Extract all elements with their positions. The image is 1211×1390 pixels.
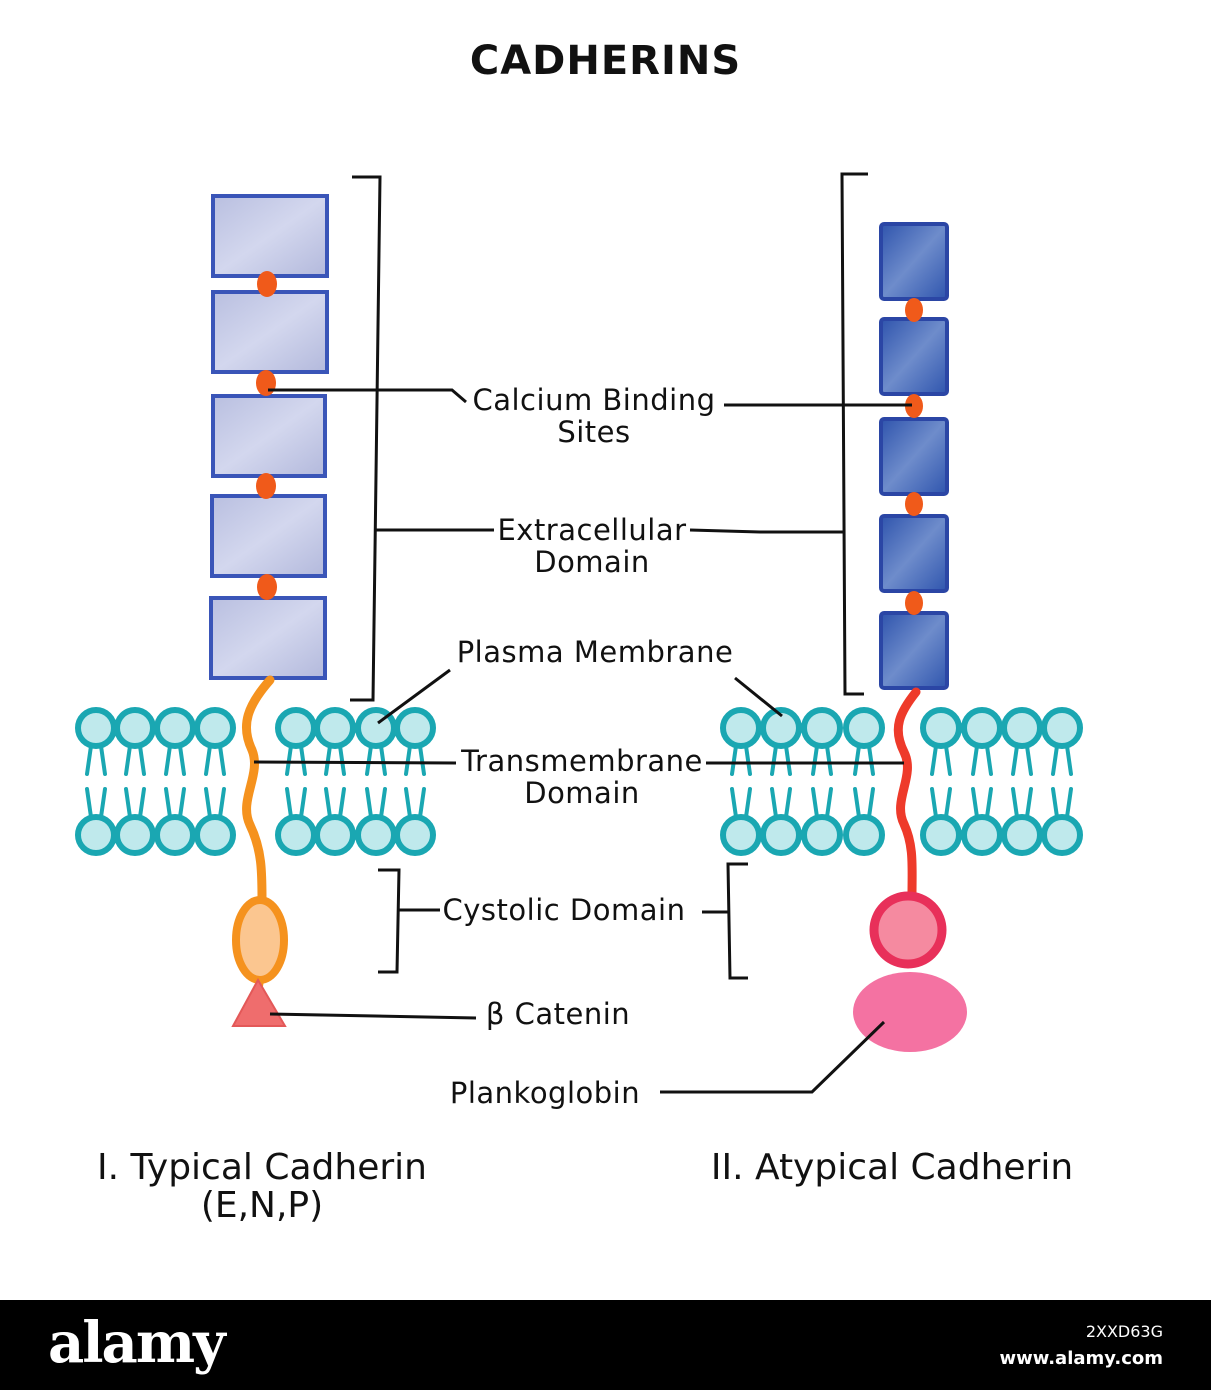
atypical-calcium-sites bbox=[905, 298, 923, 615]
phospholipid bbox=[114, 707, 156, 776]
phospholipid bbox=[720, 707, 762, 776]
image-id: 2XXD63G bbox=[1085, 1322, 1163, 1341]
phospholipid bbox=[801, 707, 843, 776]
atypical-cystolic-bracket bbox=[726, 862, 748, 980]
phospholipid bbox=[961, 707, 1003, 776]
cadherin-diagram bbox=[75, 172, 1083, 1094]
beta-catenin-leader bbox=[269, 1012, 477, 1020]
caption-line: I. Typical Cadherin bbox=[97, 1147, 427, 1188]
phospholipid bbox=[194, 707, 236, 776]
label-line: Domain bbox=[534, 545, 650, 579]
phospholipid bbox=[394, 707, 436, 776]
typical-ec-block bbox=[211, 394, 327, 478]
label-transmembrane-domain: Transmembrane Domain bbox=[454, 745, 710, 809]
phospholipid bbox=[355, 707, 397, 776]
calcium-binding-site bbox=[905, 492, 923, 516]
label-extracellular-domain: Extracellular Domain bbox=[492, 514, 692, 578]
phospholipid bbox=[194, 787, 236, 856]
label-beta-catenin: β Catenin bbox=[485, 997, 631, 1031]
calcium-binding-site bbox=[257, 271, 277, 297]
phospholipid bbox=[920, 707, 962, 776]
phospholipid bbox=[314, 707, 356, 776]
atypical-ec-block bbox=[879, 611, 949, 690]
phospholipid bbox=[75, 707, 117, 776]
plankoglobin-ellipse bbox=[853, 972, 967, 1052]
plasma-membrane-bilayer bbox=[75, 707, 1083, 856]
label-line: Calcium Binding bbox=[472, 383, 716, 417]
phospholipid bbox=[801, 787, 843, 856]
plankoglobin-leader bbox=[660, 1020, 886, 1094]
phospholipid bbox=[961, 787, 1003, 856]
typical-ec-block bbox=[211, 290, 329, 374]
calcium-binding-site bbox=[257, 574, 277, 600]
watermark-footer: alamy 2XXD63G www.alamy.com bbox=[0, 1300, 1211, 1390]
transmembrane-leader-left bbox=[253, 760, 457, 765]
phospholipid bbox=[920, 787, 962, 856]
calcium-leader-left bbox=[268, 388, 467, 404]
label-plankoglobin: Plankoglobin bbox=[449, 1076, 641, 1110]
typical-calcium-sites bbox=[256, 271, 277, 600]
diagram-title: CADHERINS bbox=[469, 38, 742, 84]
phospholipid bbox=[154, 787, 196, 856]
typical-ec-block bbox=[211, 194, 329, 278]
phospholipid bbox=[843, 707, 885, 776]
phospholipid bbox=[760, 707, 802, 776]
atypical-ec-block bbox=[879, 222, 949, 301]
plasma-membrane-leader-left bbox=[377, 668, 451, 725]
typical-ec-block bbox=[209, 596, 327, 680]
phospholipid bbox=[1041, 707, 1083, 776]
typical-ec-block bbox=[210, 494, 327, 578]
phospholipid bbox=[760, 787, 802, 856]
label-line: Transmembrane bbox=[461, 744, 703, 778]
atypical-ec-block bbox=[879, 317, 949, 396]
site-url: www.alamy.com bbox=[999, 1348, 1163, 1369]
phospholipid bbox=[720, 787, 762, 856]
phospholipid bbox=[394, 787, 436, 856]
phospholipid bbox=[1001, 787, 1043, 856]
typical-extracellular-blocks bbox=[209, 194, 329, 680]
phospholipid bbox=[275, 707, 317, 776]
caption-typical-cadherin: I. Typical Cadherin (E,N,P) bbox=[80, 1149, 444, 1225]
phospholipid bbox=[275, 787, 317, 856]
atypical-cytosolic-domain bbox=[869, 891, 947, 969]
phospholipid bbox=[314, 787, 356, 856]
calcium-binding-site bbox=[256, 473, 276, 499]
plasma-membrane-leader-right bbox=[734, 676, 783, 718]
label-cystolic-domain: Cystolic Domain bbox=[442, 893, 686, 927]
diagram-stage: CADHERINS Calcium Binding Sites Extracel… bbox=[75, 38, 1083, 1225]
calcium-binding-site bbox=[905, 394, 923, 418]
atypical-ec-block bbox=[879, 417, 949, 496]
atypical-transmembrane-tail bbox=[893, 687, 921, 900]
calcium-binding-site bbox=[905, 298, 923, 322]
leader-lines bbox=[253, 388, 912, 1094]
atypical-extracellular-bracket bbox=[840, 172, 868, 696]
atypical-ec-block bbox=[879, 514, 949, 593]
phospholipid bbox=[114, 787, 156, 856]
phospholipid bbox=[1041, 787, 1083, 856]
phospholipid bbox=[843, 787, 885, 856]
phospholipid bbox=[154, 707, 196, 776]
atypical-extracellular-blocks bbox=[879, 222, 949, 690]
alamy-logo: alamy bbox=[48, 1310, 226, 1376]
label-calcium-binding-sites: Calcium Binding Sites bbox=[466, 384, 722, 448]
phospholipid bbox=[1001, 707, 1043, 776]
phospholipid bbox=[75, 787, 117, 856]
label-line: Domain bbox=[524, 776, 640, 810]
typical-cystolic-bracket bbox=[378, 868, 401, 974]
calcium-binding-site bbox=[905, 591, 923, 615]
phospholipid bbox=[355, 787, 397, 856]
label-plasma-membrane: Plasma Membrane bbox=[456, 635, 734, 669]
beta-catenin-triangle bbox=[231, 977, 287, 1027]
caption-atypical-cadherin: II. Atypical Cadherin bbox=[710, 1147, 1074, 1188]
typical-extracellular-bracket bbox=[350, 175, 382, 702]
typical-cytosolic-domain bbox=[232, 896, 288, 984]
caption-line: (E,N,P) bbox=[200, 1185, 324, 1226]
typical-transmembrane-tail bbox=[241, 675, 275, 905]
label-line: Sites bbox=[557, 415, 631, 449]
calcium-binding-site bbox=[256, 370, 276, 396]
label-line: Extracellular bbox=[497, 513, 687, 547]
extracellular-leader-right bbox=[689, 528, 843, 534]
